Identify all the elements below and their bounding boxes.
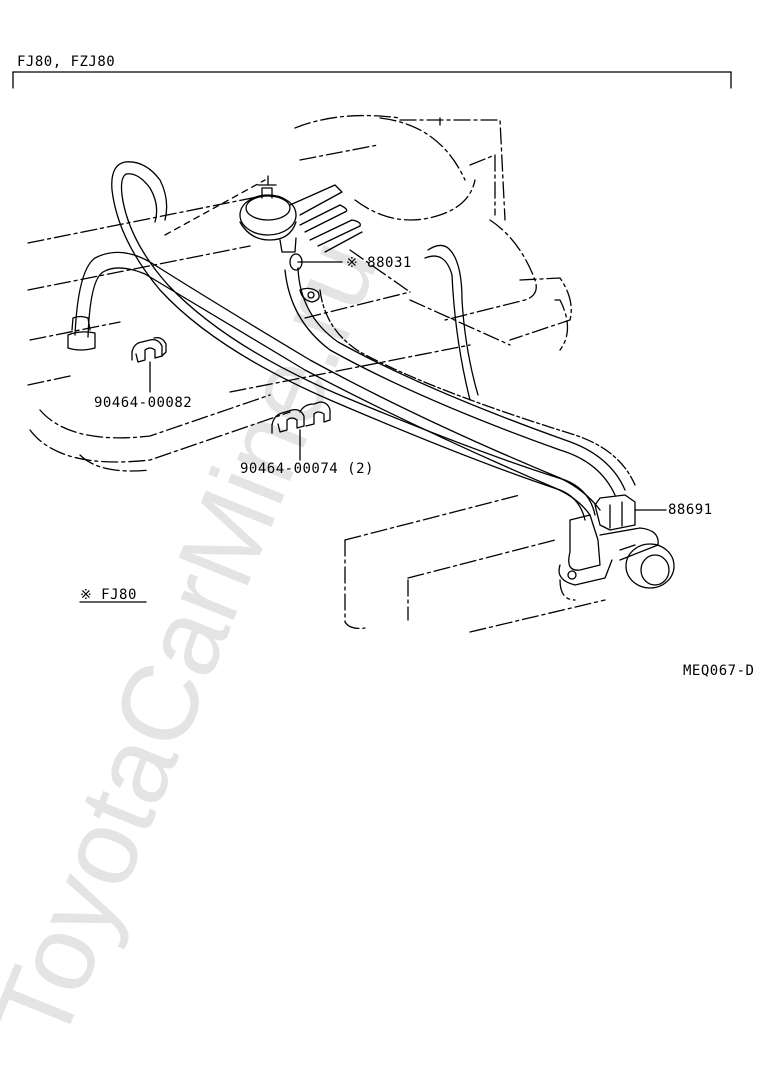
- model-header: FJ80, FZJ80: [17, 54, 116, 70]
- hose-routing-guide: [164, 179, 266, 236]
- vacuum-actuator: [239, 175, 363, 253]
- leader-lines: [79, 261, 667, 603]
- vsv-88691: [558, 494, 675, 589]
- figure-code: MEQ067-D: [683, 663, 755, 679]
- clamp-90464-00074: [271, 401, 331, 434]
- hose-end-fitting: [67, 315, 96, 351]
- footnote-fj80: ※ FJ80: [80, 587, 137, 603]
- part-label-90464-00074: 90464-00074 (2): [240, 461, 374, 477]
- part-label-90464-00082: 90464-00082: [94, 395, 193, 411]
- vacuum-hoses: [74, 161, 636, 521]
- part-label-88691: 88691: [668, 502, 713, 518]
- part-label-88031: ※ 88031: [346, 255, 412, 271]
- engine-outline: [27, 114, 572, 472]
- header-bracket: [12, 71, 732, 89]
- hose-joint-88031: [289, 253, 320, 303]
- clamp-90464-00082: [131, 336, 167, 363]
- lower-block: [344, 494, 606, 633]
